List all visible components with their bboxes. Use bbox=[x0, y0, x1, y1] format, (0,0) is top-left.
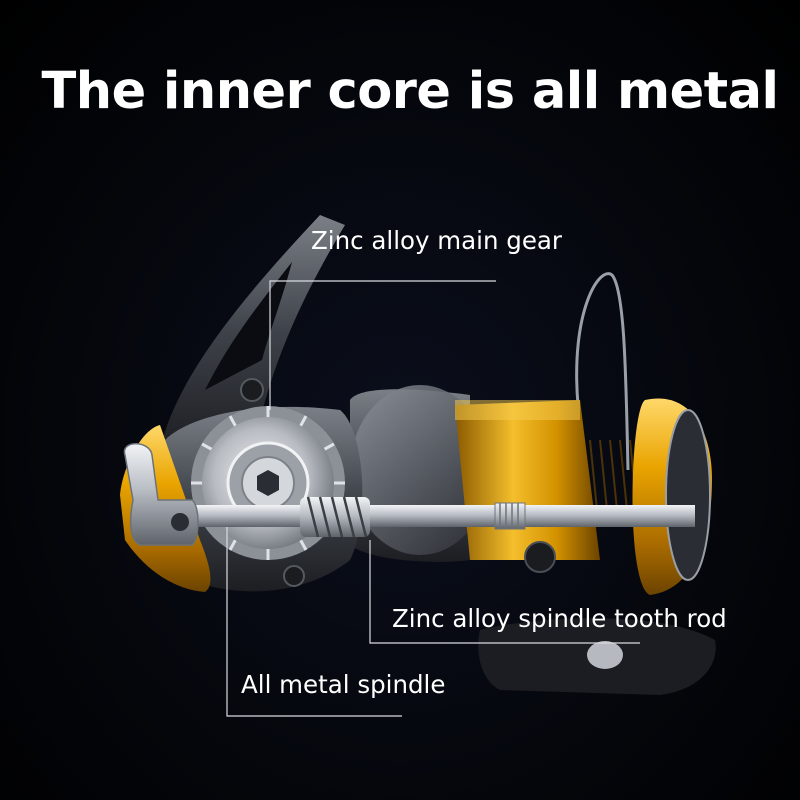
callout-tooth-rod: Zinc alloy spindle tooth rod bbox=[392, 604, 727, 633]
bail-wire bbox=[575, 272, 630, 471]
leader-spindle bbox=[226, 527, 402, 717]
headline: The inner core is all metal bbox=[41, 62, 779, 121]
spool-ridge bbox=[455, 400, 580, 420]
spindle-shaft bbox=[185, 505, 695, 527]
body-screw-lower bbox=[283, 565, 305, 587]
handle-screw bbox=[171, 513, 189, 531]
callout-leaders bbox=[226, 280, 640, 717]
callout-spindle: All metal spindle bbox=[241, 670, 446, 699]
foot-knob bbox=[587, 641, 623, 669]
rotor-screw bbox=[524, 541, 556, 573]
spool-front-face bbox=[665, 409, 711, 581]
callout-main-gear: Zinc alloy main gear bbox=[311, 226, 562, 255]
pinion-gear-graphic bbox=[300, 496, 370, 538]
leader-tooth-rod bbox=[369, 540, 640, 644]
spool-body bbox=[455, 400, 600, 560]
body-screw bbox=[240, 378, 264, 402]
leader-main-gear bbox=[269, 280, 496, 410]
spindle-thread-lines bbox=[499, 503, 519, 529]
